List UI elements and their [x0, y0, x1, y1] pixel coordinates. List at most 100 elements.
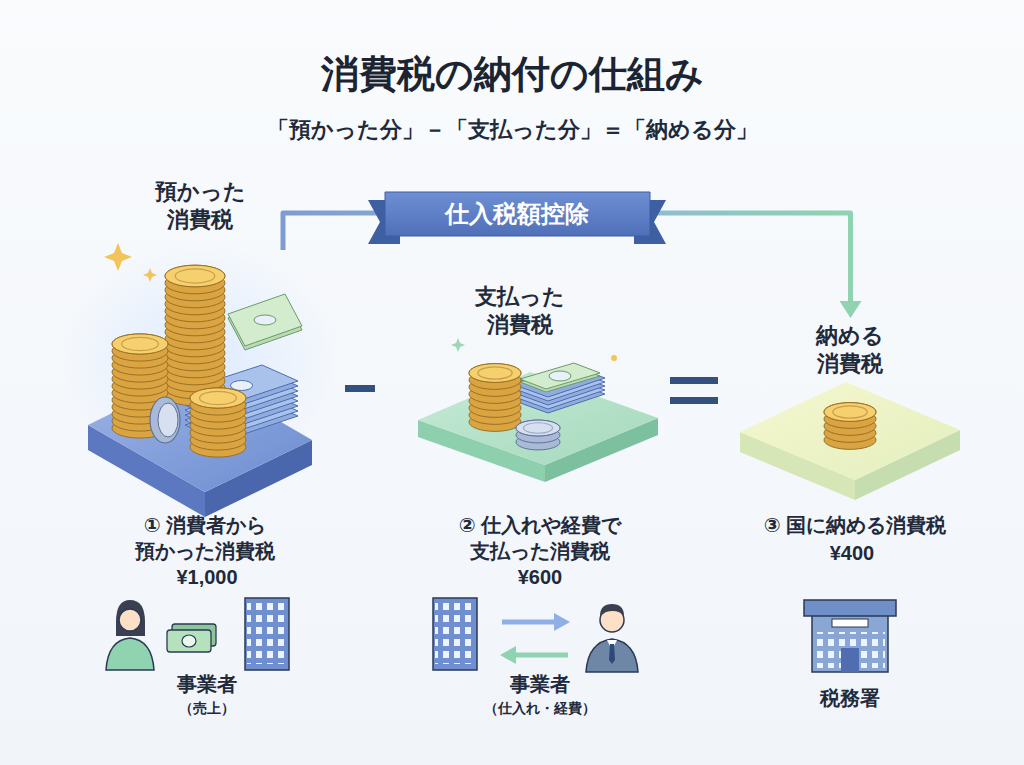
exchange-arrows-part	[500, 646, 516, 664]
platform-right-part	[740, 382, 960, 480]
tax-office-building-part	[832, 619, 868, 627]
coin-stack-part	[469, 364, 521, 383]
actor-label: 税務署	[780, 686, 920, 712]
equals-sign	[670, 377, 718, 404]
actor-label: 事業者	[137, 672, 277, 698]
coin-stack	[165, 265, 225, 406]
company-building-part	[247, 602, 287, 664]
coin-stack-part	[824, 403, 876, 422]
bill-stack-part	[520, 363, 600, 389]
subtitle: 「預かった分」－「支払った分」＝「納める分」	[132, 116, 892, 144]
node-heading: 納める 消費税	[797, 322, 903, 378]
consumer-icon-part	[116, 600, 145, 636]
exchange-arrows-part	[514, 653, 568, 658]
company-building-part	[433, 598, 477, 670]
standing-coin	[150, 397, 180, 443]
coin-stack-part	[516, 420, 560, 436]
coin-stack-part	[523, 423, 552, 433]
title: 消費税の納付の仕組み	[132, 50, 892, 99]
sparkles-part	[611, 355, 617, 361]
bill-stack-part	[254, 315, 276, 325]
coin-stack-part	[478, 367, 512, 379]
standing-coin-part	[150, 397, 180, 443]
actor-note: （仕入れ・経費）	[450, 700, 630, 718]
node-heading: 支払った 消費税	[467, 283, 573, 339]
coin-art	[112, 265, 876, 457]
actor-label: 事業者	[460, 672, 620, 698]
node-heading: 預かった 消費税	[147, 178, 253, 234]
coin-stack-part	[112, 334, 168, 354]
supplier-icon	[586, 604, 638, 672]
tax-office-building	[804, 600, 896, 672]
coin-stack-part	[190, 388, 246, 408]
supplier-icon-part	[600, 604, 624, 616]
bill-stack	[228, 294, 302, 350]
supplier-icon-part	[586, 639, 638, 672]
amount-platform: 支払った 消費税② 仕入れや経費で 支払った消費税¥600	[412, 355, 662, 480]
exchange-arrows-part	[554, 613, 570, 631]
tax-office-building-part	[812, 614, 888, 672]
platform-right	[740, 382, 960, 500]
minus-sign	[345, 385, 375, 392]
amount-value: ¥1,000	[147, 565, 267, 591]
equals-sign-part	[670, 377, 718, 384]
minus-sign-part	[345, 385, 375, 392]
exchange-arrows	[500, 613, 570, 664]
coin-stack-part	[190, 388, 246, 408]
money-icon-part	[182, 635, 196, 647]
coin-stack-part	[165, 265, 225, 287]
tax-office-building-part	[841, 648, 859, 672]
amount-value: ¥400	[792, 541, 912, 567]
label-banner-part	[368, 200, 400, 244]
bill-stack	[520, 363, 600, 392]
platform-left	[60, 240, 340, 517]
coin-stack-part	[516, 420, 560, 436]
bill-stack-part	[228, 294, 302, 346]
deduction-connector-part	[840, 301, 862, 318]
consumer-icon	[106, 600, 154, 670]
consumer-icon-part	[119, 609, 141, 631]
label-banner	[368, 192, 666, 244]
amount-platform: 預かった 消費税① 消費者から 預かった消費税¥1,000	[85, 250, 313, 505]
node-description: ① 消費者から 預かった消費税	[123, 513, 288, 564]
equals-sign-part	[670, 397, 718, 404]
supplier-icon-part	[609, 644, 615, 664]
actor-note: （売上）	[137, 700, 277, 718]
coin-stack-part	[175, 269, 215, 283]
company-building-part	[435, 602, 475, 664]
standing-coin-part	[158, 403, 178, 437]
sparkles	[104, 243, 617, 361]
edge-label: 仕入税額控除	[392, 199, 642, 230]
coin-stack-part	[824, 403, 876, 422]
amount-platform: 納める 消費税③ 国に納める消費税¥400	[738, 318, 963, 503]
exchange-arrows-part	[502, 620, 556, 625]
node-description: ② 仕入れや経費で 支払った消費税	[449, 513, 631, 564]
deduction-connector	[283, 213, 862, 318]
company-building	[433, 598, 477, 670]
sparkles-part	[451, 338, 465, 352]
coin-stack-part	[200, 391, 237, 404]
coin-stack	[824, 403, 876, 450]
coin-stack-part	[112, 334, 168, 354]
company-building	[245, 598, 289, 670]
sparkles-part	[104, 243, 132, 271]
coin-stack-part	[122, 337, 159, 350]
money-icon-part	[167, 630, 211, 652]
company-building-part	[245, 598, 289, 670]
tax-office-building-part	[804, 600, 896, 616]
coin-stack-part	[833, 406, 867, 418]
coin-stack	[516, 420, 560, 450]
coin-stack-part	[165, 265, 225, 287]
label-banner-part	[634, 200, 666, 244]
node-description: ③ 国に納める消費税	[748, 513, 962, 539]
coin-stack	[469, 364, 521, 432]
consumer-icon-part	[106, 638, 154, 670]
coin-stack-part	[469, 364, 521, 383]
amount-value: ¥600	[480, 565, 600, 591]
bill-stack-part	[231, 381, 253, 391]
sparkles-part	[143, 268, 157, 282]
